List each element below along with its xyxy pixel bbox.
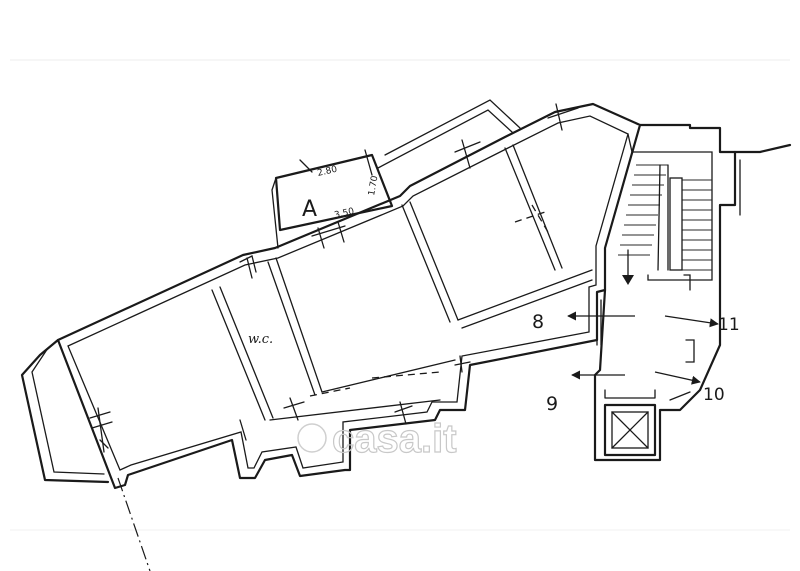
label-unit-11: 11 <box>718 315 740 335</box>
dimension-top: 2.80 <box>316 165 338 179</box>
watermark: casa.it <box>297 416 457 462</box>
watermark-text: casa.it <box>332 417 457 461</box>
landing <box>596 274 695 401</box>
left-balcony <box>20 338 110 484</box>
outer-wall <box>56 102 642 490</box>
label-unit-8: 8 <box>532 311 544 333</box>
interior-walls <box>211 144 593 421</box>
label-wc: w.c. <box>248 332 273 347</box>
entrance-arrows <box>567 311 719 385</box>
stairwell <box>593 123 792 462</box>
top-terrace <box>377 99 521 169</box>
door-swings <box>309 204 549 397</box>
dimension-bottom: 3.50 <box>333 207 355 221</box>
label-room-a: A <box>302 197 317 222</box>
watermark-logo-icon <box>297 423 327 453</box>
label-unit-9: 9 <box>546 393 558 415</box>
axis-line <box>117 477 151 571</box>
window-ticks <box>89 103 579 453</box>
elevator <box>603 389 657 457</box>
label-unit-10: 10 <box>703 385 725 405</box>
room-a <box>271 153 394 249</box>
dimension-side: 1.70 <box>367 175 380 197</box>
